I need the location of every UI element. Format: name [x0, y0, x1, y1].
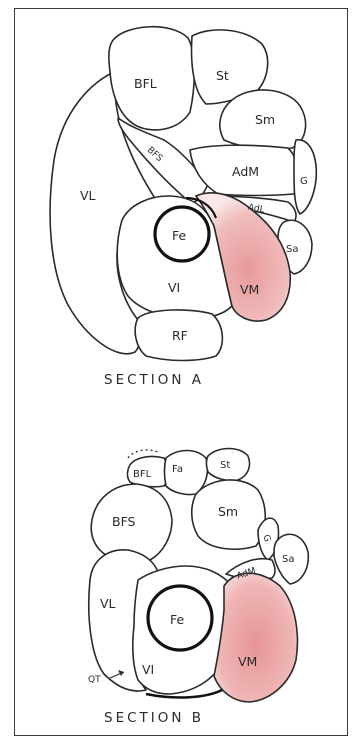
muscle-rf-a: [134, 309, 224, 362]
label-a-vl: VL: [80, 188, 96, 203]
label-b-sa: Sa: [282, 554, 294, 565]
muscle-bfl-a: [108, 25, 196, 131]
label-b-bfl: BFL: [133, 469, 152, 480]
label-b-sm: Sm: [218, 504, 238, 519]
dotted-line-b: [127, 449, 159, 459]
label-b-fa: Fa: [172, 464, 183, 475]
label-b-vl: VL: [100, 596, 116, 611]
bone-edge-b: [145, 688, 223, 699]
label-b-vm: VM: [238, 654, 257, 669]
muscle-fa-b: [163, 449, 209, 496]
label-a-fe: Fe: [172, 228, 187, 243]
bone-fe-b: [146, 584, 214, 652]
section-b: [87, 447, 310, 703]
label-a-adm: AdM: [232, 164, 259, 179]
section-a: [49, 25, 318, 362]
bone-edge-a: [185, 196, 218, 219]
label-a-vm: VM: [240, 282, 259, 297]
muscle-vm-a: [194, 192, 291, 322]
label-a-rf: RF: [172, 328, 188, 343]
label-b-bfs: BFS: [112, 514, 136, 529]
muscle-sa-b: [273, 533, 310, 585]
muscle-vm-b: [213, 572, 299, 703]
label-a-sa: Sa: [286, 244, 298, 255]
muscle-sm-b: [190, 479, 267, 550]
caption-section-a: SECTION A: [104, 372, 204, 388]
label-a-sm: Sm: [255, 112, 275, 127]
muscle-bfs-b: [90, 483, 173, 564]
label-b-qt: QT: [88, 675, 101, 685]
label-a-st: St: [216, 68, 229, 83]
label-b-st: St: [220, 460, 230, 471]
label-b-g: G: [260, 533, 272, 543]
label-a-g: G: [300, 176, 308, 187]
bone-fe-a: [153, 205, 211, 263]
label-a-vi: VI: [168, 280, 180, 295]
muscle-bfl-b: [126, 455, 170, 488]
caption-section-b: SECTION B: [104, 710, 204, 726]
label-a-bfl: BFL: [134, 76, 157, 91]
label-a-adl: AdL: [247, 203, 265, 216]
muscle-g-a: [293, 139, 318, 215]
label-b-fe: Fe: [170, 612, 185, 627]
qt-arrowhead: [118, 670, 124, 676]
muscle-sm-a: [219, 89, 307, 151]
label-b-vi: VI: [142, 662, 154, 677]
